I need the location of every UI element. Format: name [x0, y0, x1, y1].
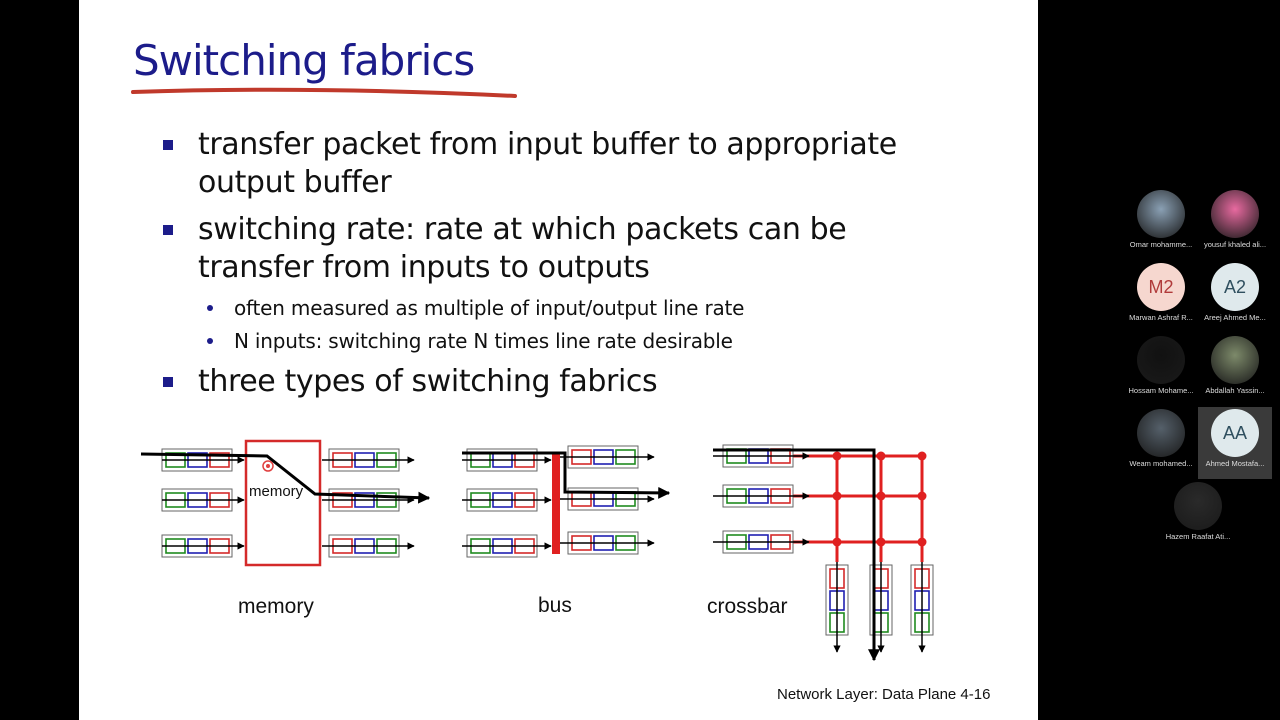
participant-name: Ahmed Mostafa...	[1205, 459, 1265, 468]
caption-bus: bus	[538, 594, 572, 617]
bullet-text: transfer packet from input buffer to app…	[198, 127, 897, 162]
avatar	[1211, 336, 1259, 384]
bullet-text: switching rate: rate at which packets ca…	[198, 212, 847, 247]
caption-memory: memory	[238, 595, 314, 618]
crossbar-node	[876, 537, 886, 547]
bus-packet-path	[462, 451, 671, 499]
slide-footer: Network Layer: Data Plane 4-16	[777, 686, 991, 703]
participant-tile[interactable]: Weam mohamed...	[1124, 407, 1198, 479]
participant-tile[interactable]: AA Ahmed Mostafa...	[1198, 407, 1272, 479]
avatar	[1137, 190, 1185, 238]
participant-tile[interactable]: Abdallah Yassin...	[1198, 334, 1272, 406]
sub-bullet-text: N inputs: switching rate N times line ra…	[234, 329, 733, 353]
bullet-square-icon	[163, 225, 173, 235]
bullet-dot-icon	[207, 338, 213, 344]
participant-name: Omar mohamme...	[1129, 240, 1193, 249]
bullet-text: transfer from inputs to outputs	[198, 250, 650, 285]
avatar: AA	[1211, 409, 1259, 457]
switching-fabrics-diagram: memory	[140, 439, 934, 662]
participant-name: Abdallah Yassin...	[1205, 386, 1265, 395]
crossbar-node	[832, 491, 842, 501]
pointer-dot	[262, 460, 274, 472]
crossbar-node	[917, 451, 927, 461]
participant-name: Hossam Mohame...	[1128, 386, 1194, 395]
caption-crossbar: crossbar	[707, 595, 788, 618]
bullet-square-icon	[163, 377, 173, 387]
avatar	[1211, 190, 1259, 238]
bus-fabric	[552, 452, 560, 554]
avatar	[1174, 482, 1222, 530]
packet-paths	[140, 448, 926, 662]
memory-box	[244, 439, 322, 567]
crossbar-packet-path	[713, 448, 880, 662]
title-underline	[131, 87, 517, 98]
presentation-slide: Switching fabrics transfer packet from i…	[79, 0, 1038, 720]
crossbar-node	[876, 451, 886, 461]
avatar	[1137, 409, 1185, 457]
participant-name: yousuf khaled ali...	[1203, 240, 1267, 249]
pointer-dot-center	[266, 464, 270, 468]
slide-title: Switching fabrics	[133, 36, 475, 85]
participant-tile[interactable]: Hazem Raafat Ati...	[1161, 480, 1235, 552]
crossbar-node	[876, 491, 886, 501]
crossbar-node	[832, 537, 842, 547]
bullet-text: three types of switching fabrics	[198, 364, 658, 399]
crossbar-node	[917, 537, 927, 547]
crossbar-node	[917, 491, 927, 501]
participant-name: Weam mohamed...	[1129, 459, 1193, 468]
bullet-square-icon	[163, 140, 173, 150]
avatar: A2	[1211, 263, 1259, 311]
bullet-dot-icon	[207, 305, 213, 311]
memory-box-label: memory	[249, 483, 304, 500]
memory-packet-path	[140, 452, 431, 504]
avatar	[1137, 336, 1185, 384]
avatar: M2	[1137, 263, 1185, 311]
participant-name: Marwan Ashraf R...	[1129, 313, 1193, 322]
bus-line	[552, 452, 560, 554]
sub-bullet-text: often measured as multiple of input/outp…	[234, 296, 745, 320]
memory-fabric: memory	[244, 439, 322, 567]
participant-name: Areej Ahmed Me...	[1204, 313, 1266, 322]
participant-tile[interactable]: Hossam Mohame...	[1124, 334, 1198, 406]
crossbar-fabric	[793, 451, 927, 562]
bullet-text: output buffer	[198, 165, 392, 200]
participant-tile[interactable]: yousuf khaled ali...	[1198, 188, 1272, 260]
crossbar-node	[832, 451, 842, 461]
participant-tile[interactable]: Omar mohamme...	[1124, 188, 1198, 260]
participant-name: Hazem Raafat Ati...	[1165, 532, 1231, 541]
